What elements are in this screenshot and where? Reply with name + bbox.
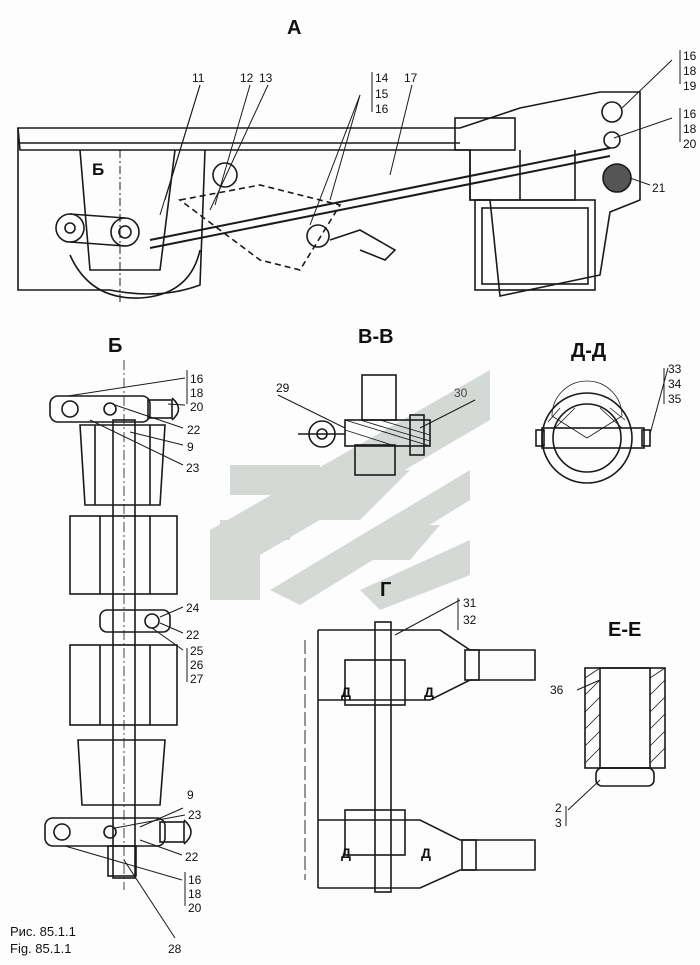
callout-22: 22 [187, 423, 201, 437]
callout-14: 14 [375, 71, 389, 85]
callout-16: 16 [190, 372, 204, 386]
marker-d: Д [341, 684, 351, 700]
ee-bottom [595, 767, 655, 787]
view-b-title: Б [108, 335, 122, 357]
frame-beam [17, 91, 641, 297]
figure-caption-ru: Рис. 85.1.1 [10, 924, 76, 939]
vv-post [361, 374, 397, 421]
section-dd-numbers: 33 34 35 [668, 362, 682, 406]
callout-28: 28 [168, 942, 182, 956]
callout-30: 30 [454, 386, 468, 400]
marker-b: Б [92, 160, 104, 179]
g-lower-bracket [344, 809, 406, 856]
view-g-numbers: 31 32 [463, 596, 477, 627]
bracket-left [17, 128, 206, 295]
vv-bar [344, 419, 431, 447]
view-b: Б [44, 335, 192, 890]
callout-29: 29 [276, 381, 290, 395]
callout-20: 20 [190, 400, 204, 414]
watermark-logo [210, 370, 490, 610]
marker-d: Д [424, 684, 434, 700]
callout-24: 24 [186, 601, 200, 615]
callout-2: 2 [555, 801, 562, 815]
callout-22: 22 [185, 850, 199, 864]
callout-26: 26 [190, 658, 204, 672]
view-g-markers: Д Д Д Д [341, 684, 434, 861]
callout-25: 25 [190, 644, 204, 658]
callout-16: 16 [188, 873, 202, 887]
section-dd-title: Д-Д [571, 340, 606, 362]
lever-top [49, 395, 151, 423]
marker-d: Д [421, 845, 431, 861]
callout-21: 21 [652, 181, 666, 195]
mount-bracket [79, 149, 176, 271]
callout-20: 20 [188, 901, 202, 915]
callout-19: 19 [683, 79, 697, 93]
g-upper-bracket [344, 659, 406, 706]
crossmember-box [474, 199, 596, 291]
callout-33: 33 [668, 362, 682, 376]
view-a-title: А [287, 17, 301, 39]
tube-lower [69, 644, 178, 726]
view-g-title: Г [380, 579, 391, 601]
figure-caption-en: Fig. 85.1.1 [10, 941, 72, 956]
view-a-numbers: 11 12 13 14 15 16 17 16 18 19 16 18 20 2… [192, 49, 697, 195]
callout-32: 32 [463, 613, 477, 627]
callout-16: 16 [375, 102, 389, 116]
section-vv-title: В-В [358, 326, 394, 348]
callout-15: 15 [375, 87, 389, 101]
callout-17: 17 [404, 71, 418, 85]
callout-18: 18 [683, 122, 697, 136]
callout-11: 11 [192, 71, 205, 85]
callout-9: 9 [187, 440, 194, 454]
callout-22: 22 [186, 628, 200, 642]
view-g: Г [304, 579, 536, 893]
callout-20: 20 [683, 137, 697, 151]
callout-16: 16 [683, 49, 697, 63]
bracket-bottom [77, 739, 166, 806]
lever-middle [99, 609, 171, 633]
section-ee-numbers: 36 2 3 [550, 683, 564, 830]
view-a: А Б [17, 17, 641, 305]
view-b-numbers: 16 18 20 22 9 23 24 22 25 26 27 9 23 22 … [168, 372, 204, 956]
callout-18: 18 [190, 386, 204, 400]
g-bottom-beam [318, 819, 536, 889]
bracket-top [79, 424, 166, 506]
view-a-callouts [159, 50, 681, 226]
callout-9: 9 [187, 788, 194, 802]
section-vv: В-В [277, 326, 476, 476]
g-top-beam [318, 629, 536, 701]
callout-27: 27 [190, 672, 204, 686]
callout-35: 35 [668, 392, 682, 406]
callout-34: 34 [668, 377, 682, 391]
view-b-callouts [64, 370, 188, 939]
tube-upper [69, 515, 178, 595]
callout-18: 18 [683, 64, 697, 78]
callout-16: 16 [683, 107, 697, 121]
section-ee-title: Е-Е [608, 619, 641, 641]
callout-13: 13 [259, 71, 273, 85]
callout-3: 3 [555, 816, 562, 830]
g-shaft [374, 621, 392, 893]
dd-pin [541, 427, 645, 449]
callout-23: 23 [188, 808, 202, 822]
section-vv-numbers: 29 30 [276, 381, 468, 400]
lever-bottom [44, 817, 166, 847]
section-ee: Е-Е [565, 619, 666, 826]
callout-36: 36 [550, 683, 564, 697]
callout-18: 18 [188, 887, 202, 901]
marker-d: Д [341, 845, 351, 861]
callout-31: 31 [463, 596, 477, 610]
callout-23: 23 [186, 461, 200, 475]
section-dd: Д-Д [535, 340, 669, 484]
callout-12: 12 [240, 71, 254, 85]
